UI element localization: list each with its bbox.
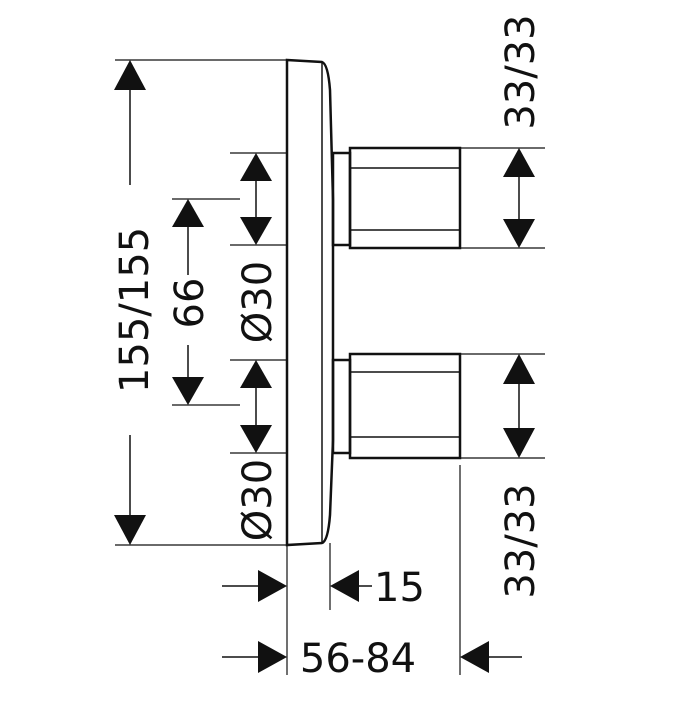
dimension-depth: 56-84: [222, 636, 522, 682]
dimension-spacing: 66: [167, 199, 213, 405]
dimension-handle-upper: 33/33: [498, 14, 544, 248]
dimension-overall-height: 155/155: [112, 60, 158, 545]
cover-plate: [285, 58, 335, 547]
label-depth: 56-84: [300, 636, 416, 682]
label-handle-lower: 33/33: [498, 483, 544, 598]
dimension-diameter-lower: Ø30: [235, 360, 281, 541]
dimension-handle-offset: 15: [222, 565, 425, 611]
lower-handle: [331, 352, 462, 460]
label-diameter-lower: Ø30: [235, 459, 281, 541]
upper-handle: [331, 146, 462, 250]
label-diameter-upper: Ø30: [235, 261, 281, 343]
dimension-diameter-upper: Ø30: [235, 153, 281, 343]
dimension-handle-lower: 33/33: [498, 354, 544, 599]
label-handle-upper: 33/33: [498, 14, 544, 129]
label-handle-offset: 15: [374, 565, 425, 611]
label-spacing: 66: [167, 278, 213, 329]
extension-lines: [115, 59, 545, 675]
label-overall-height: 155/155: [112, 227, 158, 393]
